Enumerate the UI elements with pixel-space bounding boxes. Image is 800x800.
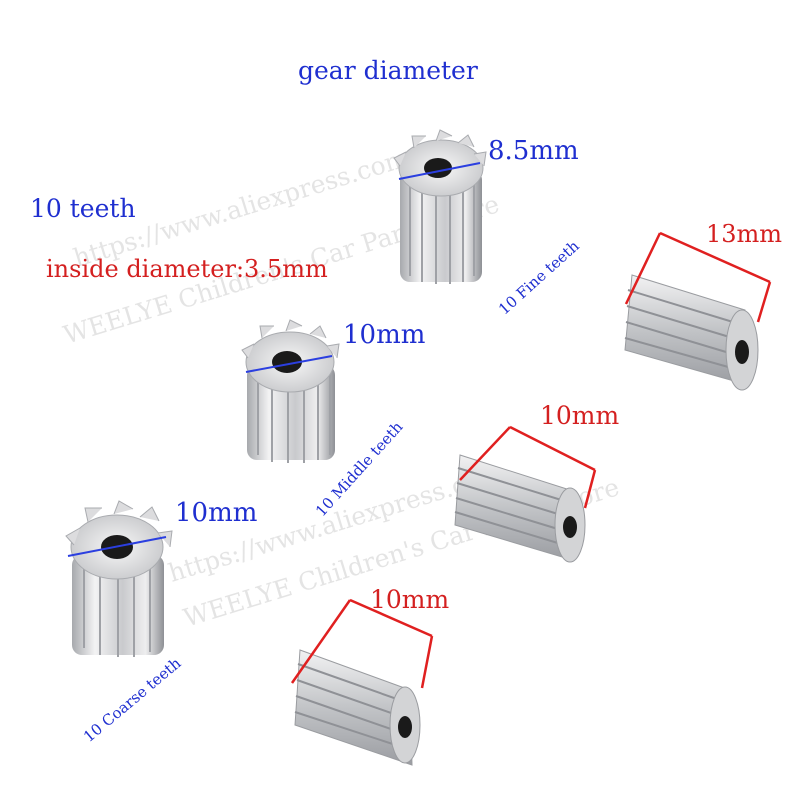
teeth-count-label: 10 teeth [30, 194, 136, 223]
title-label: gear diameter [298, 56, 478, 85]
gear-10mm-side-a [454, 425, 597, 563]
middle-teeth-gear [241, 319, 340, 463]
inside-diameter-label: inside diameter:3.5mm [46, 255, 328, 283]
diameter-10mm-label-b: 10mm [370, 585, 450, 614]
gear-13mm-side [624, 231, 772, 391]
middle-diameter-label: 10mm [343, 320, 426, 350]
gear-10mm-side-b [290, 598, 434, 766]
diameter-13mm-label: 13mm [706, 220, 783, 248]
coarse-teeth-gear [65, 500, 173, 657]
fine-diameter-label: 8.5mm [488, 136, 579, 166]
fine-teeth-gear [393, 129, 487, 284]
coarse-diameter-label: 10mm [175, 498, 258, 528]
diameter-10mm-label-a: 10mm [540, 401, 620, 430]
